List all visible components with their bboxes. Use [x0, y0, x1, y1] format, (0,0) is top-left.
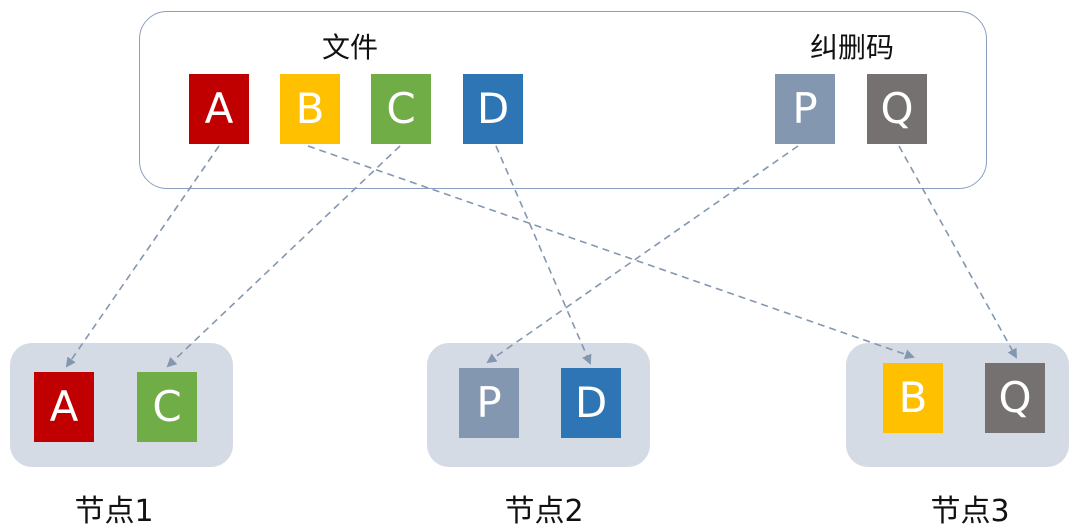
node-2-block-d: D — [561, 368, 621, 438]
arrow-d-to-node-2 — [495, 145, 592, 365]
files-label: 文件 — [322, 31, 379, 64]
file-block-b: B — [280, 74, 340, 144]
parity-block-p: P — [775, 74, 835, 144]
node-1-label: 节点1 — [74, 494, 154, 529]
arrow-c-to-node-1 — [166, 145, 401, 368]
node-3-block-q: Q — [985, 363, 1045, 433]
file-block-d: D — [463, 74, 523, 144]
node-1-block-c: C — [137, 372, 197, 442]
arrow-p-to-node-2 — [486, 145, 799, 364]
node-2-label: 节点2 — [504, 494, 584, 529]
arrow-b-to-node-3 — [307, 145, 915, 360]
node-3-block-b: B — [883, 363, 943, 433]
parity-block-q: Q — [867, 74, 927, 144]
node-1-block-a: A — [34, 372, 94, 442]
erasure-code-label: 纠删码 — [810, 31, 895, 64]
node-2-block-p: P — [459, 368, 519, 438]
file-block-a: A — [189, 74, 249, 144]
file-block-c: C — [371, 74, 431, 144]
arrow-q-to-node-3 — [898, 145, 1017, 359]
arrow-a-to-node-1 — [65, 145, 220, 368]
node-3-label: 节点3 — [930, 494, 1010, 529]
